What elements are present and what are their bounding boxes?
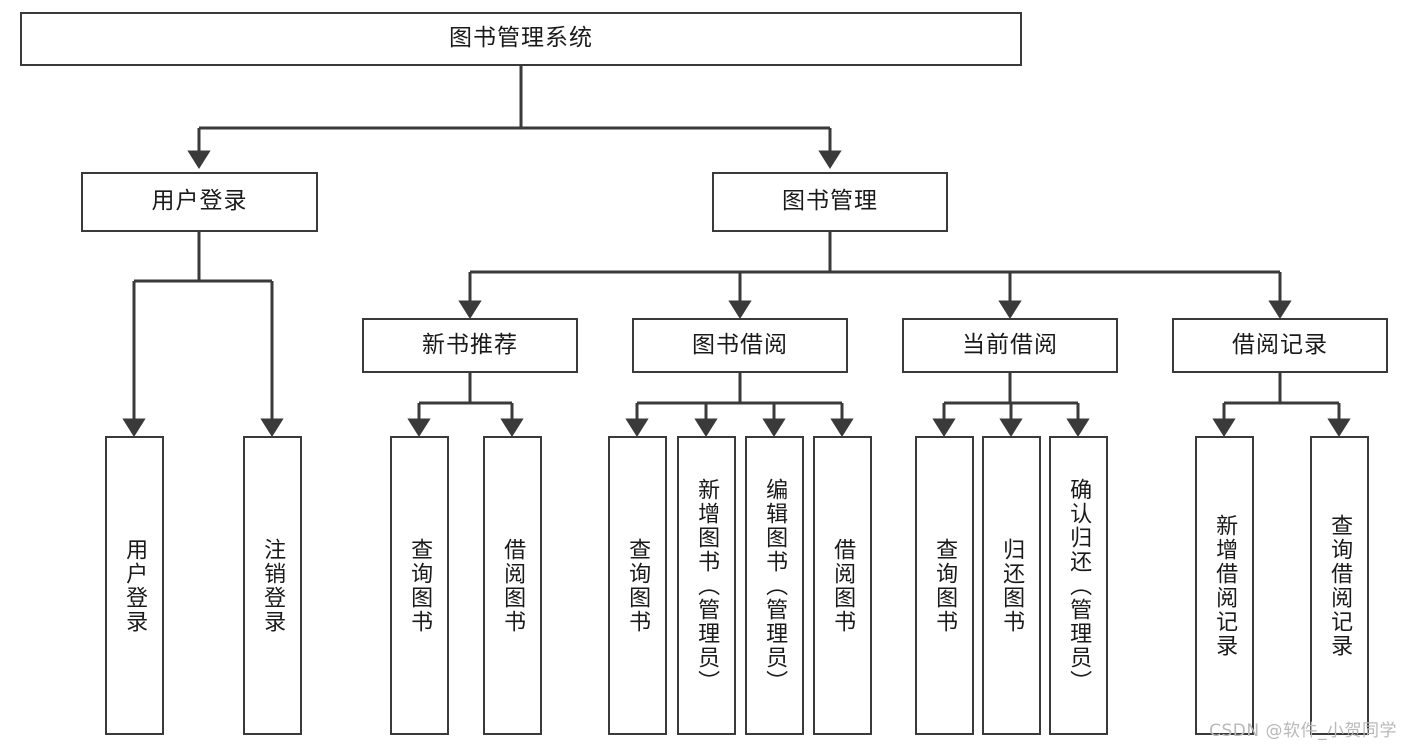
node-label: 图书借阅: [692, 331, 788, 358]
node-label: 借阅图书: [500, 537, 526, 634]
node-label: 借阅图书: [830, 537, 856, 634]
node-label: 新书推荐: [422, 331, 518, 358]
leaf-current-borrow-return-book[interactable]: 归还图书: [982, 436, 1041, 735]
node-label: 归还图书: [999, 537, 1025, 634]
node-label: 图书管理: [782, 188, 878, 215]
node-label: 编辑图书（管理员）: [762, 477, 788, 694]
node-label: 新增图书（管理员）: [694, 477, 720, 694]
node-label: 查询图书: [932, 537, 958, 634]
leaf-book-borrow-add-book-admin[interactable]: 新增图书（管理员）: [677, 436, 736, 735]
leaf-book-borrow-query-book[interactable]: 查询图书: [608, 436, 667, 735]
node-label: 当前借阅: [962, 331, 1058, 358]
node-root-book-management-system[interactable]: 图书管理系统: [20, 12, 1022, 66]
node-label: 用户登录: [122, 537, 148, 634]
leaf-borrow-record-query-record[interactable]: 查询借阅记录: [1310, 436, 1369, 735]
node-user-login[interactable]: 用户登录: [81, 172, 318, 232]
leaf-user-login-login[interactable]: 用户登录: [105, 436, 164, 735]
leaf-book-borrow-edit-book-admin[interactable]: 编辑图书（管理员）: [745, 436, 804, 735]
node-book-management[interactable]: 图书管理: [712, 172, 948, 232]
node-book-borrowing[interactable]: 图书借阅: [632, 318, 848, 373]
node-label: 借阅记录: [1232, 331, 1328, 358]
leaf-current-borrow-query-book[interactable]: 查询图书: [915, 436, 974, 735]
leaf-new-book-borrow-book[interactable]: 借阅图书: [483, 436, 542, 735]
node-label: 注销登录: [260, 537, 286, 634]
leaf-user-login-logout[interactable]: 注销登录: [243, 436, 302, 735]
node-label: 确认归还（管理员）: [1066, 477, 1092, 694]
leaf-borrow-record-add-record[interactable]: 新增借阅记录: [1195, 436, 1254, 735]
node-label: 查询图书: [407, 537, 433, 634]
node-borrowing-record[interactable]: 借阅记录: [1172, 318, 1388, 373]
node-label: 图书管理系统: [449, 25, 593, 52]
node-label: 查询借阅记录: [1327, 513, 1353, 658]
leaf-book-borrow-borrow-book[interactable]: 借阅图书: [813, 436, 872, 735]
node-label: 用户登录: [151, 188, 248, 215]
node-new-book-recommendation[interactable]: 新书推荐: [362, 318, 578, 373]
node-label: 新增借阅记录: [1212, 513, 1238, 658]
leaf-new-book-query-book[interactable]: 查询图书: [390, 436, 449, 735]
leaf-current-borrow-confirm-return-admin[interactable]: 确认归还（管理员）: [1049, 436, 1108, 735]
node-label: 查询图书: [625, 537, 651, 634]
node-current-borrowing[interactable]: 当前借阅: [902, 318, 1118, 373]
